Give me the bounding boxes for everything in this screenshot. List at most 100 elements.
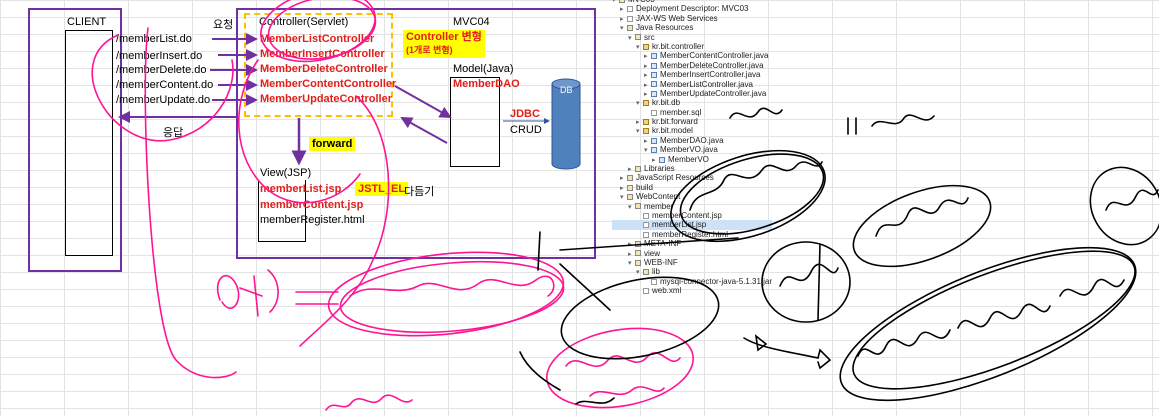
tree-item-label: lib xyxy=(652,267,661,277)
tree-item[interactable]: ▸MemberInsertController.java xyxy=(612,70,772,79)
view-title: View(JSP) xyxy=(260,167,312,179)
tree-item[interactable]: mysql-connector-java-5.1.31.jar xyxy=(612,277,772,286)
tree-item-label: view xyxy=(644,248,661,258)
tree-item[interactable]: ▾kr.bit.model xyxy=(612,126,772,135)
tree-item[interactable]: ▸MemberContentController.java xyxy=(612,51,772,60)
tree-item[interactable]: ▾Java Resources xyxy=(612,23,772,32)
pkg-icon xyxy=(643,128,649,135)
chevron-right-icon[interactable]: ▸ xyxy=(644,62,648,70)
chevron-right-icon[interactable]: ▸ xyxy=(620,175,624,183)
file-icon xyxy=(627,6,633,13)
controller-change-sub: (1개로 변형) xyxy=(406,45,453,55)
tree-item[interactable]: ▸MemberUpdateController.java xyxy=(612,89,772,98)
chevron-right-icon[interactable]: ▸ xyxy=(644,137,648,145)
chevron-down-icon[interactable]: ▾ xyxy=(644,147,648,155)
tree-item[interactable]: ▾ lib xyxy=(612,267,772,276)
tree-item[interactable]: memberList.jsp xyxy=(612,220,772,230)
tree-item[interactable]: ▸ MemberListController.java xyxy=(612,80,772,89)
tree-item[interactable]: memberContent.jsp xyxy=(612,211,772,220)
tree-item[interactable]: ▾WebContent xyxy=(612,192,772,201)
chevron-down-icon[interactable]: ▾ xyxy=(628,34,632,42)
url-item: /memberDelete.do xyxy=(116,64,207,76)
chevron-down-icon[interactable]: ▾ xyxy=(628,259,632,267)
controller-title: Controller(Servlet) xyxy=(259,16,349,28)
chevron-right-icon[interactable]: ▸ xyxy=(620,15,624,23)
url-item: /memberInsert.do xyxy=(116,50,203,62)
model-return-arrow xyxy=(400,117,448,144)
chevron-down-icon[interactable]: ▾ xyxy=(620,194,624,202)
jstl-tag: JSTL_EL xyxy=(355,182,409,196)
java-icon xyxy=(659,156,665,163)
chevron-right-icon[interactable]: ▸ xyxy=(628,250,632,258)
tree-item[interactable]: ▸MemberDeleteController.java xyxy=(612,61,772,70)
url-item: /memberUpdate.do xyxy=(116,94,211,106)
chevron-right-icon[interactable]: ▸ xyxy=(644,72,648,80)
tree-item[interactable]: ▸kr.bit.forward xyxy=(612,117,772,126)
chevron-down-icon[interactable]: ▾ xyxy=(636,269,640,277)
tree-item-label: kr.bit.db xyxy=(652,98,681,108)
tree-item[interactable]: ▾MVC03 xyxy=(612,0,772,4)
chevron-down-icon[interactable]: ▾ xyxy=(636,100,640,108)
pink-ink xyxy=(91,0,694,411)
view-box xyxy=(258,180,306,242)
folder-icon xyxy=(619,0,625,3)
file-icon xyxy=(643,288,649,294)
model-box xyxy=(450,77,500,167)
tree-item-label: Deployment Descriptor: MVC03 xyxy=(636,4,749,14)
chevron-right-icon[interactable]: ▸ xyxy=(628,166,632,174)
tree-item[interactable]: ▸JavaScript Resources xyxy=(612,173,772,182)
chevron-down-icon[interactable]: ▾ xyxy=(612,0,616,4)
tree-item[interactable]: ▸ build xyxy=(612,183,772,192)
tree-item[interactable]: ▸MemberDAO.java xyxy=(612,136,772,145)
controller-change-tag: Controller 변형 (1개로 변형) xyxy=(403,30,485,58)
tree-item[interactable]: ▸ Deployment Descriptor: MVC03 xyxy=(612,4,772,13)
chevron-right-icon[interactable]: ▸ xyxy=(620,184,624,192)
tree-item[interactable]: web.xml xyxy=(612,286,772,295)
tree-item[interactable]: ▾kr.bit.controller xyxy=(612,42,772,51)
tree-item[interactable]: ▾ kr.bit.db xyxy=(612,98,772,107)
java-icon xyxy=(651,147,657,154)
tree-item-label: MemberListController.java xyxy=(660,79,753,89)
tree-item[interactable]: memberRegister.html xyxy=(612,230,772,239)
tree-item[interactable]: ▸MemberVO xyxy=(612,155,772,164)
pkg-icon xyxy=(643,118,649,125)
tree-item-label: JAX-WS Web Services xyxy=(636,13,718,23)
tree-item[interactable]: ▾MemberVO.java xyxy=(612,145,772,154)
tree-item[interactable]: ▾member xyxy=(612,202,772,211)
client-outer-frame xyxy=(28,8,122,272)
tree-item-label: web.xml xyxy=(652,286,682,296)
chevron-right-icon[interactable]: ▸ xyxy=(644,53,648,61)
java-icon xyxy=(651,72,657,79)
tree-item[interactable]: ▸ JAX-WS Web Services xyxy=(612,14,772,23)
chevron-right-icon[interactable]: ▸ xyxy=(644,90,648,98)
chevron-down-icon[interactable]: ▾ xyxy=(620,25,624,33)
tree-item-label: memberRegister.html xyxy=(652,229,729,239)
folder-icon xyxy=(635,250,641,257)
tree-item[interactable]: member.sql xyxy=(612,108,772,117)
file-icon xyxy=(643,231,649,238)
java-icon xyxy=(651,53,657,60)
controller-item: MemberUpdateController xyxy=(260,93,393,105)
folder-icon xyxy=(635,165,641,172)
chevron-down-icon[interactable]: ▾ xyxy=(636,43,640,51)
tree-item[interactable]: ▾src xyxy=(612,33,772,42)
jstl-suffix: 다듬기 xyxy=(404,186,435,198)
tree-item[interactable]: ▸ view xyxy=(612,249,772,258)
crud-label: CRUD xyxy=(510,124,542,136)
tree-item[interactable]: ▾WEB-INF xyxy=(612,258,772,267)
url-item: /memberList.do xyxy=(116,33,192,45)
tree-item[interactable]: ▸Libraries xyxy=(612,164,772,173)
chevron-right-icon[interactable]: ▸ xyxy=(652,156,656,164)
chevron-right-icon[interactable]: ▸ xyxy=(620,6,624,14)
chevron-right-icon[interactable]: ▸ xyxy=(644,81,648,89)
tree-item-label: build xyxy=(636,182,653,192)
chevron-right-icon[interactable]: ▸ xyxy=(636,119,640,127)
jdbc-label: JDBC xyxy=(510,108,540,120)
chevron-down-icon[interactable]: ▾ xyxy=(628,203,632,211)
tree-item-label: memberContent.jsp xyxy=(652,210,722,220)
chevron-down-icon[interactable]: ▾ xyxy=(636,128,640,136)
folder-icon xyxy=(635,203,641,210)
